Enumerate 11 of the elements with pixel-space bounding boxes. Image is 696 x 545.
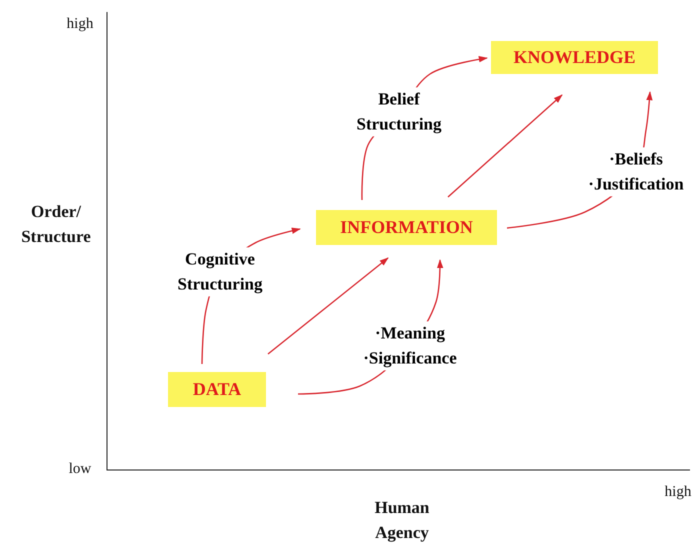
- axis-title: Order/ Structure: [20, 201, 92, 248]
- axis-tick-label: high: [664, 483, 692, 502]
- axis-title: Human Agency: [374, 497, 430, 544]
- concept-box: INFORMATION: [316, 210, 497, 245]
- arrow: [448, 94, 563, 198]
- axis-tick-label: low: [68, 460, 92, 479]
- axis-tick-label: high: [66, 15, 94, 34]
- arrow: [268, 257, 389, 354]
- edge-label: Belief Structuring: [354, 87, 444, 137]
- concept-box: DATA: [168, 372, 266, 407]
- concept-box: KNOWLEDGE: [491, 41, 658, 74]
